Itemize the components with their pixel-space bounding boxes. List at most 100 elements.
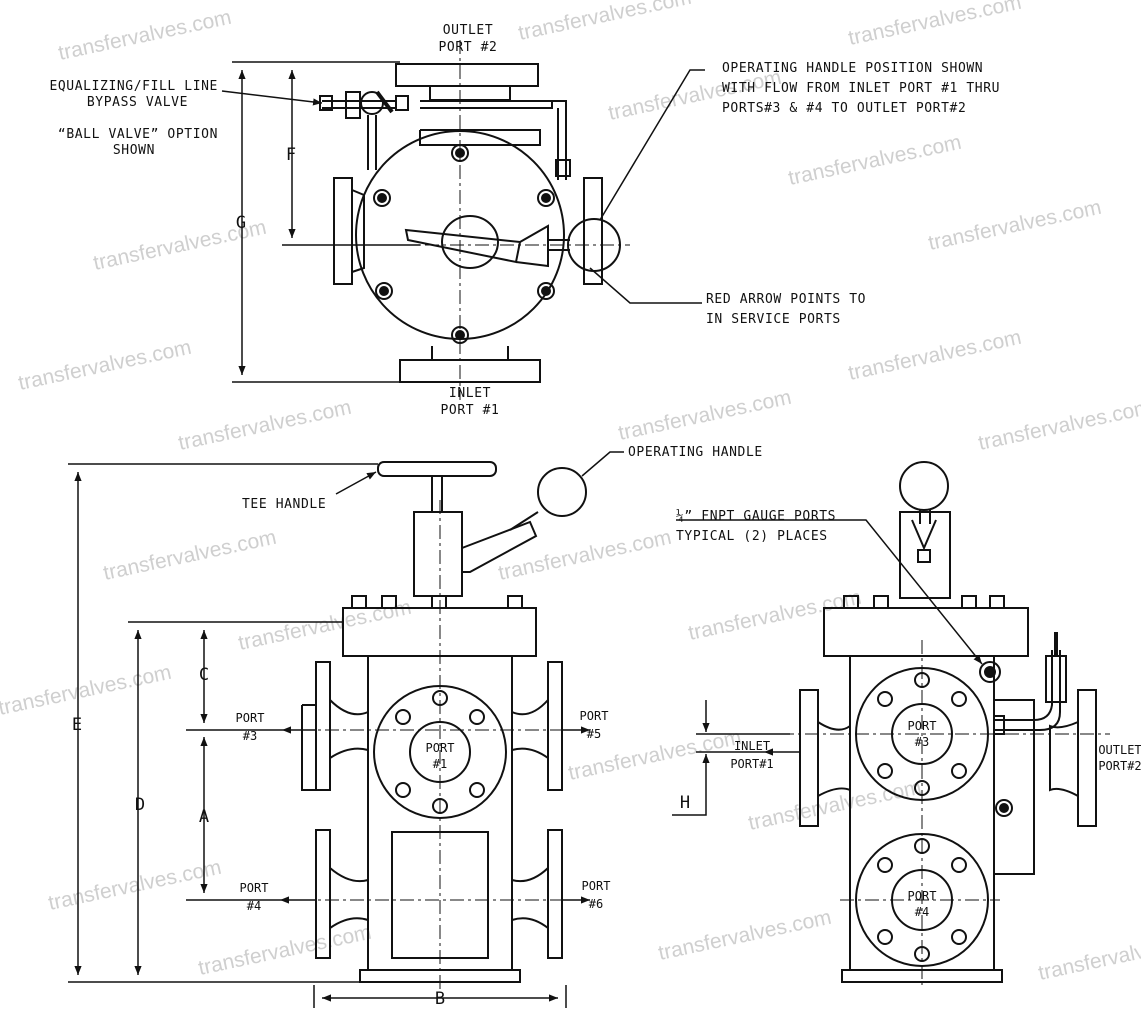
dim-h-label: H: [680, 793, 690, 813]
dim-h-leader: [672, 790, 707, 816]
side-port4-label-2: #4: [915, 905, 929, 919]
left-side-neck: [351, 189, 365, 273]
bypass-valve-label-1: EQUALIZING/FILL LINE: [49, 79, 218, 94]
leader-handle-position: [599, 69, 705, 221]
handle-position-note-1: OPERATING HANDLE POSITION SHOWN: [722, 61, 983, 76]
side-handle-knob: [899, 461, 949, 511]
ball-valve-body: [345, 91, 361, 119]
left-side-flange: [333, 177, 353, 285]
watermark: transfervalves.com: [926, 196, 1103, 255]
side-bypass-valve: [1045, 655, 1067, 703]
outlet-flange-side: [1077, 689, 1097, 827]
side-view: [672, 461, 1110, 985]
red-arrow-note-2: IN SERVICE PORTS: [706, 312, 841, 327]
port1-bolt: [469, 709, 485, 725]
side-outlet-port2-label-1: OUTLET: [1098, 743, 1141, 757]
port5-label-1: PORT: [580, 709, 609, 723]
watermark: transfervalves.com: [516, 0, 693, 45]
port6-neck: [511, 867, 549, 929]
side-bracket: [301, 704, 316, 791]
watermark: transfervalves.com: [616, 386, 793, 445]
operating-handle-knob: [537, 467, 587, 517]
watermark: transfervalves.com: [976, 396, 1141, 455]
watermark: transfervalves.com: [496, 526, 673, 585]
port5-label-2: #5: [587, 727, 601, 741]
port6-flange: [547, 829, 563, 959]
inlet-flange-side: [799, 689, 819, 827]
top-view-labels: OUTLET PORT #2 INLET PORT #1 EQUALIZING/…: [49, 23, 1000, 418]
watermark: transfervalves.com: [656, 906, 833, 965]
bolt-head: [507, 595, 523, 609]
watermark: transfervalves.com: [101, 526, 278, 585]
red-arrow-note-1: RED ARROW POINTS TO: [706, 292, 866, 307]
handle-position-note-2: WITH FLOW FROM INLET PORT #1 THRU: [722, 81, 1000, 96]
leader-operating-handle: [581, 451, 624, 477]
watermark: transfervalves.com: [1036, 926, 1141, 985]
bypass-valve-label-2: BYPASS VALVE: [87, 95, 188, 110]
leader-red-arrow: [589, 267, 702, 304]
front-port1-label-1: PORT: [426, 741, 455, 755]
watermark: transfervalves.com: [56, 6, 233, 65]
handle-arrow: [404, 228, 522, 264]
bolt: [373, 189, 391, 207]
right-side-flange: [583, 177, 603, 285]
bolt-head: [431, 595, 447, 609]
side-port3-label-1: PORT: [908, 719, 937, 733]
leader-gauge-ports: [676, 519, 983, 665]
top-view: [221, 40, 705, 400]
watermark: transfervalves.com: [746, 776, 923, 835]
port6-label-2: #6: [589, 897, 603, 911]
port5-neck: [511, 699, 549, 759]
side-inlet-port1-label-2: PORT#1: [730, 757, 773, 771]
side-outlet-port2-label-2: PORT#2: [1098, 759, 1141, 773]
port4-label-2: #4: [247, 899, 261, 913]
inlet-port1-label-2: PORT #1: [441, 403, 500, 418]
side-view-labels: ¼” FNPT GAUGE PORTS TYPICAL (2) PLACES I…: [676, 509, 1141, 919]
watermark: transfervalves.com: [196, 921, 373, 980]
port3-label-1: PORT: [236, 711, 265, 725]
outlet-port2-label-2: PORT #2: [439, 40, 498, 55]
bolt-head: [961, 595, 977, 609]
gauge-port: [979, 661, 1001, 683]
dim-g-label: G: [236, 213, 246, 233]
watermark: transfervalves.com: [236, 596, 413, 655]
bypass-tube-right: [552, 100, 567, 180]
bolt: [537, 189, 555, 207]
watermark: transfervalves.com: [16, 336, 193, 395]
watermark: transfervalves.com: [46, 856, 223, 915]
port1-bolt: [395, 709, 411, 725]
inlet-flange: [399, 359, 541, 383]
handle-hub: [441, 215, 499, 269]
port4-label-1: PORT: [240, 881, 269, 895]
bolt: [537, 282, 555, 300]
port4-flange: [315, 829, 331, 959]
dim-d-label: D: [135, 795, 145, 815]
port1-bolt: [395, 782, 411, 798]
bolt: [375, 282, 393, 300]
front-port1-label-2: #1: [433, 757, 447, 771]
bolt-head: [351, 595, 367, 609]
bolt-head: [381, 595, 397, 609]
port6-label-1: PORT: [582, 879, 611, 893]
dim-f-label: F: [286, 145, 296, 165]
red-arrow-head: [515, 224, 549, 268]
side-port3-label-2: #3: [915, 735, 929, 749]
outlet-port2-label-1: OUTLET: [443, 23, 494, 38]
port3-neck: [329, 699, 369, 759]
front-view-labels: OPERATING HANDLE TEE HANDLE PORT #1 PORT…: [72, 445, 762, 1009]
bolt-head: [873, 595, 889, 609]
inlet-port1-label-1: INLET: [449, 386, 491, 401]
handle-position-note-3: PORTS#3 & #4 TO OUTLET PORT#2: [722, 101, 966, 116]
operating-handle-arm: [461, 520, 538, 573]
side-bonnet: [899, 511, 951, 599]
dim-c-label: C: [199, 665, 209, 685]
watermark: transfervalves.com: [846, 326, 1023, 385]
gauge-ports-label-1: ¼” FNPT GAUGE PORTS: [676, 509, 836, 524]
port3-label-2: #3: [243, 729, 257, 743]
watermark: transfervalves.com: [686, 586, 863, 645]
watermark: transfervalves.com: [176, 396, 353, 455]
inlet-neck: [431, 346, 509, 360]
side-port4-label-1: PORT: [908, 889, 937, 903]
